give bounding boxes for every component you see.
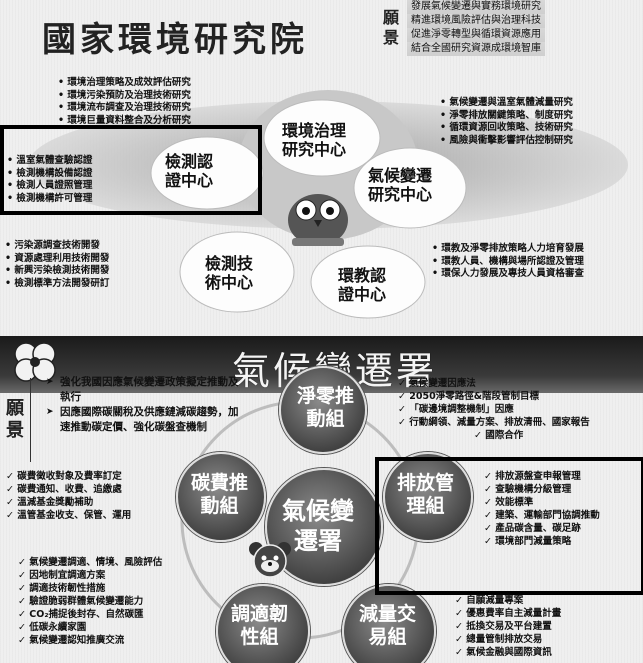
center-testing-cert: 檢測認 證中心 <box>165 152 214 190</box>
list-item: 新興污染檢測技術開發 <box>5 265 109 278</box>
institute-title: 國家環境研究院 <box>42 20 308 60</box>
highlight-box-emission <box>375 457 643 595</box>
group-reduction: 減量交 易組 <box>359 603 417 648</box>
list-item: 「碳邊境調整機制」因應 <box>398 403 590 416</box>
list-item: 溫管基金收支、保管、運用 <box>6 509 131 522</box>
center-testing-tech: 檢測技 術中心 <box>205 254 254 292</box>
list-item: 環境巨量資料整合及分析研究 <box>58 115 191 128</box>
cert-items: 溫室氣體查驗認證 檢測機構設備認證 檢測人員證照管理 檢測機構許可管理 <box>7 155 92 205</box>
list-item: 環境流布調查及治理技術研究 <box>58 102 191 115</box>
circle-reduction <box>342 584 436 663</box>
top-vision-label: 願 景 <box>383 8 400 47</box>
list-item: 低碳永續家園 <box>18 621 162 634</box>
circle-net-zero <box>279 366 367 454</box>
circle-carbon-fee <box>176 452 266 542</box>
carbon-fee-items: 碳費徵收對象及費率訂定 碳費通知、收費、追繳處 溫減基金獎勵補助 溫管基金收支、… <box>6 470 131 522</box>
list-item: 溫室氣體查驗認證 <box>7 155 92 168</box>
list-item: 環境治理策略及成效評估研究 <box>58 77 191 90</box>
list-item: 行動綱領、減量方案、排放清冊、國家報告 <box>398 416 590 429</box>
petal-testing-tech <box>179 231 295 313</box>
list-item: 環教人員、機構與場所認證及管理 <box>432 256 584 269</box>
clover-icon <box>14 342 56 382</box>
list-item: 驗證脆弱群體氣候變遷能力 <box>18 595 162 608</box>
list-item: 污染源調查技術開發 <box>5 240 109 253</box>
list-item: 環境污染預防及治理技術研究 <box>58 90 191 103</box>
group-emission: 排放管 理組 <box>397 472 455 517</box>
list-item: 風險與衝擊影響評估控制研究 <box>440 135 573 148</box>
tech-items: 污染源調查技術開發 資源處理利用技術開發 新興污染檢測技術開發 檢測標準方法開發… <box>5 240 109 290</box>
list-item: 因應國際碳關稅及供應鏈減碳趨勢，加速推動碳定價、強化碳盤查機制 <box>46 405 246 435</box>
group-climate-change: 氣候變 遷署 <box>282 497 354 555</box>
list-item: 環境部門減量策略 <box>484 535 600 548</box>
bottom-vision-label: 願 景 <box>6 398 24 441</box>
owl-mascot-icon <box>288 194 348 246</box>
list-item: 淨零排放關鍵策略、制度研究 <box>440 110 573 123</box>
bottom-vision-items: 強化我國因應氣候變遷政策擬定推動及執行 因應國際碳關稅及供應鏈減碳趨勢，加速推動… <box>46 375 246 435</box>
list-item: 國際合作 <box>398 429 590 442</box>
reduction-items: 自願減量專案 優惠費率自主減量計畫 抵換交易及平台建置 總量管制排放交易 氣候金… <box>455 594 561 659</box>
list-item: 抵換交易及平台建置 <box>455 620 561 633</box>
list-item: 調適技術韌性措施 <box>18 582 162 595</box>
list-item: 環教及淨零排放策略人力培育發展 <box>432 243 584 256</box>
adaptation-items: 氣候變遷調適、情境、風險評估 因地制宜調適方案 調適技術韌性措施 驗證脆弱群體氣… <box>18 556 162 647</box>
circle-emission <box>383 452 473 542</box>
list-item: 檢測機構許可管理 <box>7 193 92 206</box>
list-item: 效能標準 <box>484 496 600 509</box>
group-net-zero: 淨零推 動組 <box>297 385 355 430</box>
highlight-box-testing-cert <box>0 125 262 215</box>
petal-env-gov <box>263 99 381 177</box>
list-item: 資源處理利用技術開發 <box>5 253 109 266</box>
list-item: 因地制宜調適方案 <box>18 569 162 582</box>
petal-testing-cert <box>150 136 264 210</box>
list-item: 溫減基金獎勵補助 <box>6 496 131 509</box>
list-item: 自願減量專案 <box>455 594 561 607</box>
list-item: 碳費徵收對象及費率訂定 <box>6 470 131 483</box>
list-item: 查驗機構分級管理 <box>484 483 600 496</box>
center-env-edu: 環教認 證中心 <box>338 266 387 304</box>
list-item: 環保人力發展及專技人員資格審查 <box>432 268 584 281</box>
list-item: 檢測機構設備認證 <box>7 168 92 181</box>
list-item: 檢測標準方法開發研訂 <box>5 278 109 291</box>
emission-items: 排放源盤查申報管理 查驗機構分級管理 效能標準 建築、運輸部門協調推動 產品碳含… <box>484 470 600 548</box>
list-item: 氣候金融與國際資訊 <box>455 646 561 659</box>
group-adaptation: 調適韌 性組 <box>231 603 289 648</box>
list-item: 排放源盤查申報管理 <box>484 470 600 483</box>
top-vision-lines: 發展氣候變遷與實務環境研究 精進環境風險評估與治理科技 促進淨零轉型與循環資源應… <box>407 0 545 56</box>
center-env-gov: 環境治理 研究中心 <box>282 121 347 159</box>
center-climate: 氣候變遷 研究中心 <box>368 166 433 204</box>
petal-climate <box>353 147 467 229</box>
list-item: 氣候變遷與溫室氣體減量研究 <box>440 97 573 110</box>
list-item: 氣候變遷調適、情境、風險評估 <box>18 556 162 569</box>
env-gov-items: 環境治理策略及成效評估研究 環境污染預防及治理技術研究 環境流布調查及治理技術研… <box>58 77 191 127</box>
list-item: 碳費通知、收費、追繳處 <box>6 483 131 496</box>
list-item: 循環資源回收策略、技術研究 <box>440 122 573 135</box>
list-item: 產品碳含量、碳足跡 <box>484 522 600 535</box>
edu-items: 環教及淨零排放策略人力培育發展 環教人員、機構與場所認證及管理 環保人力發展及專… <box>432 243 584 281</box>
net-zero-items: 氣候變遷因應法 2050淨零路徑&階段管制目標 「碳邊境調整機制」因應 行動綱領… <box>398 377 590 442</box>
climate-items: 氣候變遷與溫室氣體減量研究 淨零排放關鍵策略、制度研究 循環資源回收策略、技術研… <box>440 97 573 147</box>
list-item: 氣候變遷認知推廣交流 <box>18 634 162 647</box>
list-item: 建築、運輸部門協調推動 <box>484 509 600 522</box>
bear-mascot-icon <box>249 542 291 578</box>
petal-env-edu <box>310 245 426 319</box>
group-carbon-fee: 碳費推 動組 <box>191 472 249 517</box>
list-item: 優惠費率自主減量計畫 <box>455 607 561 620</box>
circle-adaptation <box>216 584 310 663</box>
list-item: 氣候變遷因應法 <box>398 377 590 390</box>
list-item: 總量管制排放交易 <box>455 633 561 646</box>
list-item: 2050淨零路徑&階段管制目標 <box>398 390 590 403</box>
list-item: 檢測人員證照管理 <box>7 180 92 193</box>
list-item: 強化我國因應氣候變遷政策擬定推動及執行 <box>46 375 246 405</box>
vision-bracket <box>30 378 31 462</box>
list-item: CO₂捕捉後封存、自然碳匯 <box>18 608 162 621</box>
